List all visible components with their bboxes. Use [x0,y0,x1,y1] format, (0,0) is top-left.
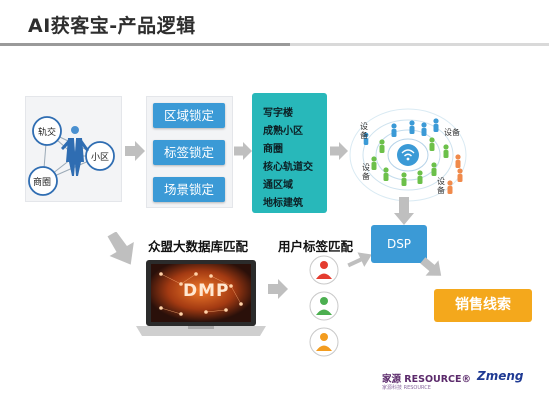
people-icons [363,118,463,194]
wifi-icon [401,149,415,157]
scene-item: 成熟小区 [263,126,303,137]
title-divider-accent [0,43,290,46]
big-data-match-heading: 众盟大数据库匹配 [148,239,249,254]
arrow-right-icon [234,142,252,160]
laptop-dmp [136,260,266,336]
node-label-community: 小区 [91,153,110,163]
arrow-down-icon [394,197,414,225]
user-avatar-red [309,255,339,285]
arrow-down-right-icon [420,257,442,276]
resource-logo-sub: 家源科技 RESOURCE [382,385,431,391]
device-wifi-cluster [349,108,467,202]
scene-lock-button[interactable]: 场景锁定 [153,177,225,202]
arrow-down-left-icon [107,232,134,265]
region-lock-button[interactable]: 区域锁定 [153,103,225,128]
user-avatar-green [309,291,339,321]
scene-item: 写字楼 [263,108,293,119]
arrow-right-icon [125,141,145,161]
node-label-business: 商圈 [33,178,52,188]
page-title: AI获客宝-产品逻辑 [28,15,196,37]
user-avatars [309,255,339,357]
resource-logo: 家源 RESOURCE® [382,374,472,385]
scene-item: 核心轨道交 [263,162,313,173]
zmeng-logo: Zmeng [477,369,524,383]
businessman-icon [61,126,89,176]
user-avatar-orange [309,327,339,357]
dsp-box: DSP [371,225,427,263]
node-label-transit: 轨交 [38,128,57,138]
scene-item: 商圈 [263,144,283,155]
sales-leads-box: 销售线索 [434,289,532,322]
nodes-graph [28,116,115,196]
arrow-up-right-icon [347,252,372,268]
arrow-right-icon [330,142,348,160]
tag-lock-button[interactable]: 标签锁定 [153,140,225,165]
dmp-label: DMP [183,281,230,301]
device-label: 设 备 [362,163,370,181]
scenes-box [252,93,327,213]
scene-item: 通区域 [263,180,293,191]
tag-match-heading: 用户标签匹配 [278,239,354,254]
arrow-right-icon [268,279,288,299]
device-label: 设 备 [437,177,445,195]
device-label: 设备 [444,128,460,137]
device-label: 设 备 [360,122,368,140]
scene-item: 地标建筑 [263,198,303,209]
